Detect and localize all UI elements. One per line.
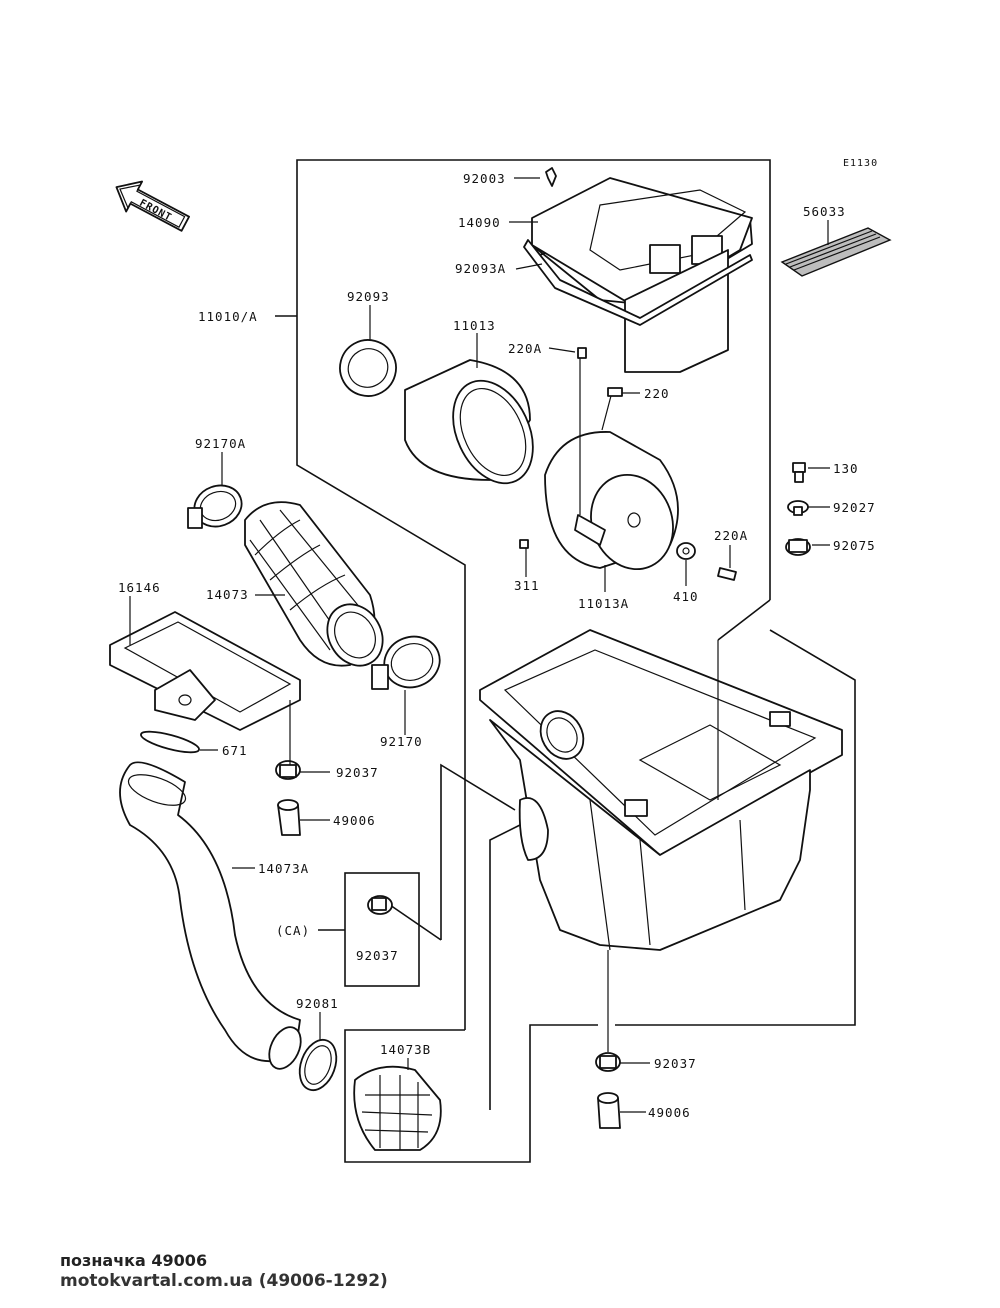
label-56033: 56033 bbox=[803, 204, 846, 219]
label-220A-top: 220A bbox=[508, 341, 542, 356]
label-16146: 16146 bbox=[118, 580, 161, 595]
label-49006-b: 49006 bbox=[648, 1105, 691, 1120]
label-92037-b: 92037 bbox=[356, 948, 399, 963]
label-311: 311 bbox=[514, 578, 540, 593]
label-11013: 11013 bbox=[453, 318, 496, 333]
intake-hose bbox=[119, 761, 302, 1070]
label-92037-a: 92037 bbox=[336, 765, 379, 780]
label-220: 220 bbox=[644, 386, 670, 401]
label-92170: 92170 bbox=[380, 734, 423, 749]
air-cleaner-case bbox=[479, 629, 843, 951]
label-92170A: 92170A bbox=[195, 436, 246, 451]
clamp-ca bbox=[367, 895, 393, 915]
hose-clamp-lower bbox=[371, 635, 441, 690]
label-130: 130 bbox=[833, 461, 859, 476]
caption-part-mark: позначка 49006 bbox=[60, 1251, 208, 1270]
front-arrow-icon: FRONT bbox=[115, 180, 190, 232]
diagram-code: E1130 bbox=[843, 158, 878, 169]
label-11010A: 11010/A bbox=[198, 309, 258, 324]
label-14073A: 14073A bbox=[258, 861, 309, 876]
label-92003: 92003 bbox=[463, 171, 506, 186]
clamp-cap-left bbox=[275, 760, 301, 836]
caption-source: motokvartal.com.ua (49006-1292) bbox=[60, 1271, 388, 1291]
filter-element bbox=[404, 359, 534, 485]
label-92093: 92093 bbox=[347, 289, 390, 304]
label-92093A: 92093A bbox=[455, 261, 506, 276]
drain-tray bbox=[109, 611, 301, 731]
label-CA: (CA) bbox=[276, 923, 310, 938]
label-92081: 92081 bbox=[296, 996, 339, 1011]
air-cleaner-cover bbox=[523, 167, 753, 373]
intake-duct bbox=[244, 501, 384, 667]
label-92037-c: 92037 bbox=[654, 1056, 697, 1071]
label-11013A: 11013A bbox=[578, 596, 629, 611]
part-labels: 92003 14090 92093A 56033 11010/A 92093 1… bbox=[118, 171, 876, 1120]
filter-housing bbox=[519, 347, 737, 581]
label-671: 671 bbox=[222, 743, 248, 758]
label-49006-a: 49006 bbox=[333, 813, 376, 828]
mesh-screen-icon bbox=[780, 227, 892, 277]
clamp-cap-bottom bbox=[595, 1052, 621, 1129]
label-14090: 14090 bbox=[458, 215, 501, 230]
o-ring bbox=[140, 730, 200, 754]
label-92075: 92075 bbox=[833, 538, 876, 553]
label-14073B: 14073B bbox=[380, 1042, 431, 1057]
duct-ring bbox=[298, 1038, 338, 1092]
label-14073: 14073 bbox=[206, 587, 249, 602]
sealing-ring bbox=[339, 339, 397, 397]
fasteners-right bbox=[785, 462, 811, 556]
hose-clamp-upper bbox=[187, 484, 243, 529]
duct-joint bbox=[353, 1065, 442, 1151]
label-220A-side: 220A bbox=[714, 528, 748, 543]
leader-lines bbox=[129, 177, 830, 1113]
assembly-frame bbox=[275, 159, 856, 1163]
label-92027: 92027 bbox=[833, 500, 876, 515]
label-410: 410 bbox=[673, 589, 699, 604]
